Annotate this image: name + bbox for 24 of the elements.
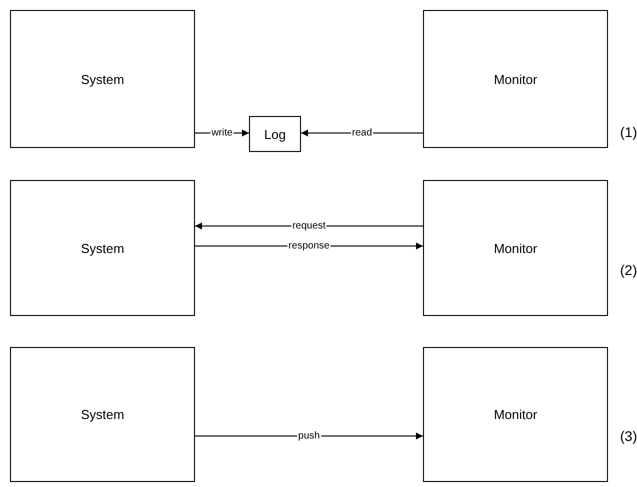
- section-number: (2): [620, 262, 637, 278]
- process-box: [423, 10, 608, 148]
- box-label: System: [80, 407, 124, 422]
- arrow: [194, 432, 424, 440]
- edge-label: response: [287, 240, 331, 252]
- process-box: [10, 10, 195, 148]
- box-label: Log: [264, 126, 286, 142]
- section-number: (3): [620, 428, 637, 444]
- process-box: [423, 347, 608, 482]
- box-label: System: [80, 240, 124, 256]
- box-label: Monitor: [494, 240, 538, 256]
- edge-label: push: [297, 430, 321, 442]
- process-box: [10, 347, 195, 482]
- edge-label: read: [351, 128, 373, 138]
- edge-label: request: [291, 220, 327, 232]
- box-label: Monitor: [494, 407, 538, 422]
- process-box: [10, 180, 195, 316]
- arrow: [300, 130, 424, 136]
- box-label: System: [80, 72, 124, 86]
- box-label: Monitor: [494, 72, 538, 86]
- section-number: (1): [620, 124, 637, 140]
- process-box: [249, 116, 301, 152]
- process-box: [423, 180, 608, 316]
- edge-label: write: [210, 128, 234, 138]
